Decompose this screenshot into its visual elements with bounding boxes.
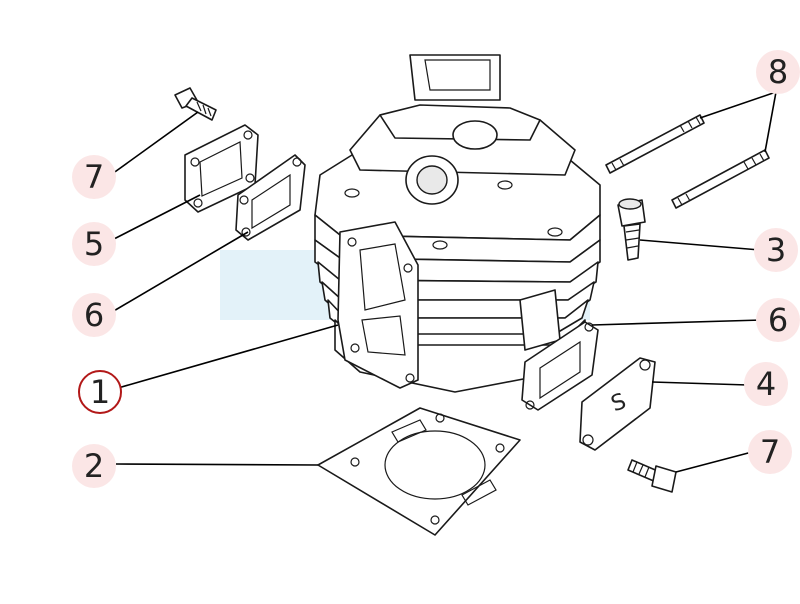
callout-7-top[interactable]: 7 bbox=[72, 155, 116, 199]
callout-label: 5 bbox=[83, 225, 105, 263]
callout-label: 1 bbox=[89, 373, 111, 411]
callout-label: 2 bbox=[83, 447, 105, 485]
leader-lines bbox=[111, 91, 777, 473]
cylinder-part[interactable] bbox=[314, 104, 601, 393]
callout-label: 7 bbox=[83, 158, 105, 196]
callout-6-left[interactable]: 6 bbox=[72, 293, 116, 337]
cover-part-4[interactable]: S bbox=[579, 357, 656, 451]
callout-label: 4 bbox=[755, 365, 777, 403]
screw-part-7-top[interactable] bbox=[174, 87, 217, 121]
callout-3[interactable]: 3 bbox=[754, 228, 798, 272]
callout-1-selected[interactable]: 1 bbox=[78, 370, 122, 414]
partial-part-top bbox=[409, 54, 501, 101]
callout-5[interactable]: 5 bbox=[72, 222, 116, 266]
callout-7-right[interactable]: 7 bbox=[748, 430, 792, 474]
callout-6-right[interactable]: 6 bbox=[756, 298, 800, 342]
callout-label: 7 bbox=[759, 433, 781, 471]
callout-label: 3 bbox=[765, 231, 787, 269]
callout-label: 6 bbox=[83, 296, 105, 334]
callout-label: 6 bbox=[767, 301, 789, 339]
gasket-part-6-right[interactable] bbox=[521, 321, 599, 411]
callout-label: 8 bbox=[767, 53, 789, 91]
callout-2[interactable]: 2 bbox=[72, 444, 116, 488]
stud-part-8[interactable] bbox=[605, 114, 770, 209]
gasket-part-2[interactable] bbox=[317, 407, 521, 536]
callout-4[interactable]: 4 bbox=[744, 362, 788, 406]
callout-8[interactable]: 8 bbox=[756, 50, 800, 94]
gasket-part-6-left[interactable] bbox=[235, 154, 306, 241]
bolt-part-3[interactable] bbox=[617, 198, 646, 261]
screw-part-7-right[interactable] bbox=[627, 459, 677, 493]
